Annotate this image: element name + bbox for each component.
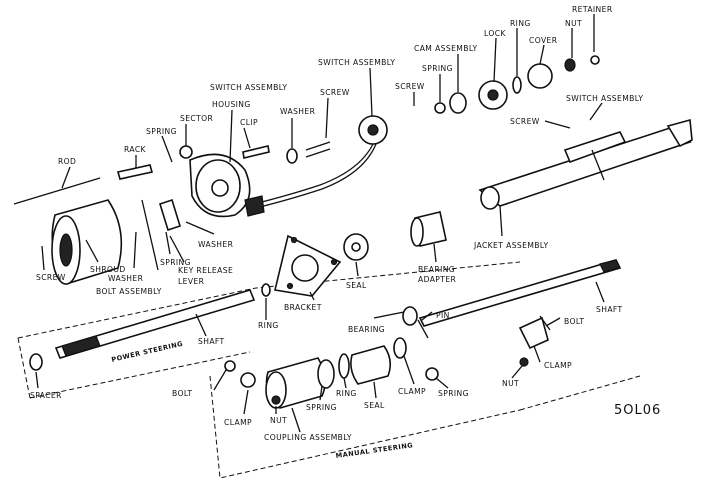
seal-mid-part: [343, 233, 369, 261]
label-bearing-adapter-2: ADAPTER: [418, 275, 457, 284]
label-washer-left: WASHER: [108, 274, 144, 283]
label-screw-top: SCREW: [395, 82, 425, 91]
label-retainer: RETAINER: [572, 5, 613, 14]
label-seal-low: SEAL: [364, 401, 385, 410]
label-screw-mid: SCREW: [320, 88, 350, 97]
key-release-lever-part: [159, 198, 181, 232]
label-bolt-right: BOLT: [564, 317, 584, 326]
spring-low-part: [425, 367, 439, 381]
rack-part: [116, 164, 154, 180]
label-spacer: SPACER: [30, 391, 62, 400]
label-ring-top: RING: [510, 19, 531, 28]
label-lock: LOCK: [484, 29, 506, 38]
power-steering-shaft-part: [29, 289, 256, 371]
label-clip: CLIP: [240, 118, 258, 127]
seal-low-part: [350, 345, 392, 385]
bolt-assembly-part: [141, 199, 159, 271]
label-shaft-right: SHAFT: [596, 305, 623, 314]
cover-part: [527, 63, 553, 89]
label-washer-mid: WASHER: [198, 240, 234, 249]
label-cover: COVER: [529, 36, 558, 45]
label-switch-assembly-left: SWITCH ASSEMBLY: [210, 83, 287, 92]
label-cam-assembly: CAM ASSEMBLY: [414, 44, 478, 53]
lock-part: [478, 80, 508, 110]
ring-top-part: [512, 76, 522, 94]
clamp-right-part: [518, 316, 549, 367]
label-nut-right: NUT: [502, 379, 519, 388]
rod-part: [13, 177, 101, 205]
label-washer-top: WASHER: [280, 107, 316, 116]
label-bolt-low: BOLT: [172, 389, 192, 398]
label-nut-low: NUT: [270, 416, 287, 425]
bolt-right-part: [539, 315, 551, 331]
label-screw-left: SCREW: [36, 273, 66, 282]
part-labels: RETAINER NUT RING COVER LOCK CAM ASSEMBL…: [30, 5, 661, 460]
label-clamp-mid: CLAMP: [398, 387, 426, 396]
nut-top-part: [564, 58, 576, 72]
label-ring-low: RING: [336, 389, 357, 398]
label-rod: ROD: [58, 157, 76, 166]
label-key-release-2: LEVER: [178, 277, 205, 286]
label-housing: HOUSING: [212, 100, 251, 109]
label-pin: PIN: [436, 311, 450, 320]
power-steering-group-outline: [17, 261, 521, 399]
switch-assembly-center-part: [244, 115, 388, 217]
label-spring-left: SPRING: [146, 127, 177, 136]
bolt-low-part: [224, 360, 281, 405]
label-switch-assembly-center: SWITCH ASSEMBLY: [318, 58, 395, 67]
label-spring-top: SPRING: [422, 64, 453, 73]
ring-mid-part: [261, 283, 271, 297]
label-shaft-power: SHAFT: [198, 337, 225, 346]
label-spring-mid: SPRING: [160, 258, 191, 267]
cam-assembly-part: [434, 92, 467, 114]
label-seal-mid: SEAL: [346, 281, 367, 290]
label-spring-coupling: SPRING: [306, 403, 337, 412]
label-bracket: BRACKET: [284, 303, 322, 312]
label-screw-right: SCREW: [510, 117, 540, 126]
label-ring-mid: RING: [258, 321, 279, 330]
label-nut-top: NUT: [565, 19, 582, 28]
screws-mid-part: [305, 141, 331, 158]
label-clamp-low: CLAMP: [224, 418, 252, 427]
jacket-assembly-part: [478, 118, 693, 210]
label-spring-low: SPRING: [438, 389, 469, 398]
label-manual-steering: MANUAL STEERING: [335, 441, 414, 460]
ring-low-part: [338, 353, 350, 379]
bearing-adapter-part: [410, 211, 447, 247]
sector-part: [179, 145, 193, 159]
retainer-part: [590, 55, 600, 65]
label-bearing-mid: BEARING: [348, 325, 385, 334]
shaft-right-part: [418, 259, 622, 327]
bearing-pin-part: [402, 306, 429, 339]
housing-part: [189, 153, 251, 218]
clamp-mid-part: [393, 337, 407, 359]
bracket-part: [274, 234, 342, 297]
label-shroud: SHROUD: [90, 265, 126, 274]
label-bearing-adapter-1: BEARING: [418, 265, 455, 274]
label-rack: RACK: [124, 145, 147, 154]
label-switch-assembly-right: SWITCH ASSEMBLY: [566, 94, 643, 103]
figure-code: 5OL06: [614, 403, 661, 418]
label-key-release-1: KEY RELEASE: [178, 266, 233, 275]
washer-top-part: [286, 148, 298, 164]
spring-coupling-part: [317, 359, 335, 389]
label-clamp-right: CLAMP: [544, 361, 572, 370]
label-jacket-assembly: JACKET ASSEMBLY: [473, 241, 549, 250]
label-power-steering: POWER STEERING: [111, 340, 184, 364]
label-coupling-assembly: COUPLING ASSEMBLY: [264, 433, 352, 442]
clip-part: [242, 145, 270, 159]
label-sector: SECTOR: [180, 114, 214, 123]
leader-lines: [35, 14, 605, 433]
label-bolt-assembly: BOLT ASSEMBLY: [96, 287, 162, 296]
manual-steering-group-outline: [209, 375, 641, 479]
